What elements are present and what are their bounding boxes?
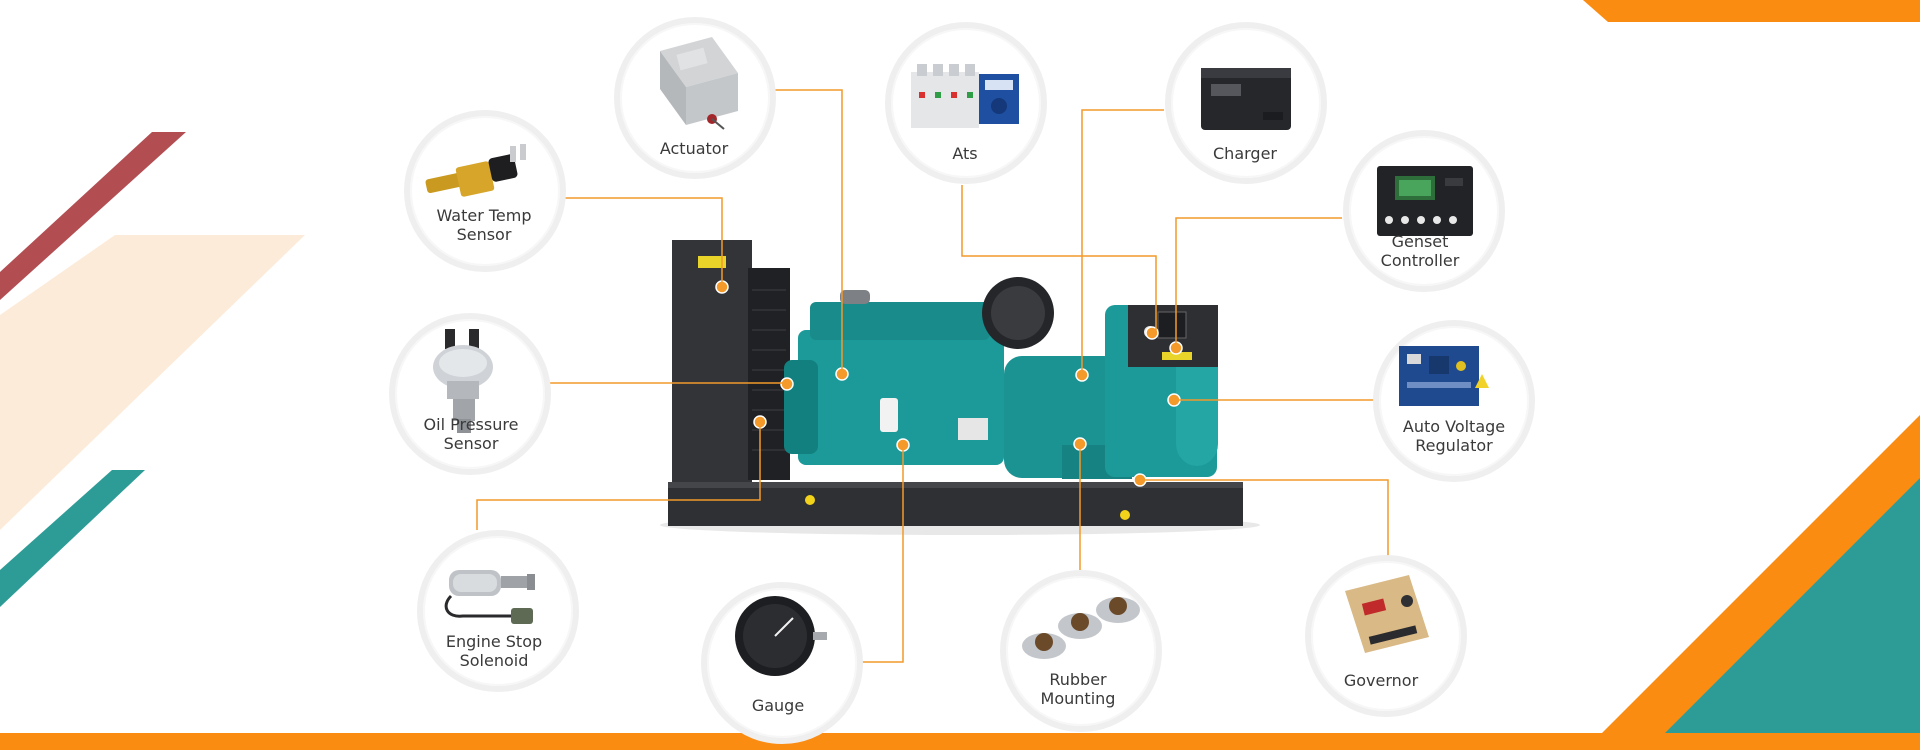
label-avr-line2: Regulator bbox=[1415, 436, 1493, 455]
connector-actuator bbox=[768, 89, 843, 374]
label-engine-stop-line2: Solenoid bbox=[459, 651, 529, 670]
label-water-temp-line2: Sensor bbox=[456, 225, 512, 244]
label-genset-line1: Genset bbox=[1391, 232, 1449, 251]
part-auto-voltage-regulator bbox=[1373, 320, 1535, 482]
label-actuator-line1: Actuator bbox=[659, 139, 729, 158]
part-engine-stop-solenoid bbox=[417, 530, 579, 692]
avr-board-icon bbox=[1399, 346, 1489, 406]
gauge-icon bbox=[735, 596, 827, 676]
connector-ats bbox=[961, 185, 1157, 333]
ats-switch-icon bbox=[911, 64, 1019, 128]
label-oil-pressure-sensor: Oil Pressure Sensor bbox=[391, 415, 551, 453]
label-ats-line1: Ats bbox=[952, 144, 978, 163]
rubber-mount-icon bbox=[1022, 597, 1140, 659]
part-charger bbox=[1165, 22, 1327, 184]
governor-board-icon bbox=[1345, 575, 1429, 653]
label-governor-line1: Governor bbox=[1343, 671, 1419, 690]
solenoid-icon bbox=[444, 570, 535, 624]
part-oil-pressure-sensor bbox=[389, 313, 551, 475]
connector-genset-controller bbox=[1175, 217, 1342, 348]
part-actuator bbox=[614, 17, 776, 179]
connector-water-temp bbox=[560, 197, 723, 287]
part-ats bbox=[885, 22, 1047, 184]
label-genset-controller: Genset Controller bbox=[1340, 232, 1500, 270]
decor-red-stripe bbox=[0, 132, 186, 300]
decor-bottom-orange-bar bbox=[0, 733, 1920, 750]
label-rubber-line1: Rubber bbox=[1049, 670, 1107, 689]
label-ats: Ats bbox=[885, 144, 1045, 163]
label-avr-line1: Auto Voltage bbox=[1402, 417, 1506, 436]
label-engine-stop-line1: Engine Stop bbox=[445, 632, 543, 651]
water-temp-sensor-icon bbox=[425, 144, 526, 197]
label-charger-line1: Charger bbox=[1213, 144, 1277, 163]
label-governor: Governor bbox=[1301, 671, 1461, 690]
part-governor bbox=[1305, 555, 1467, 717]
connector-gauge bbox=[858, 445, 904, 663]
part-genset-controller bbox=[1343, 130, 1505, 292]
label-oil-line1: Oil Pressure bbox=[423, 415, 519, 434]
actuator-icon bbox=[660, 37, 738, 130]
decor-teal-stripe bbox=[0, 470, 145, 607]
label-auto-voltage-regulator: Auto Voltage Regulator bbox=[1374, 417, 1534, 455]
part-water-temp-sensor bbox=[404, 110, 566, 272]
label-rubber-mounting: Rubber Mounting bbox=[998, 670, 1158, 708]
part-gauge bbox=[701, 582, 863, 744]
genset-controller-icon bbox=[1377, 166, 1473, 236]
label-rubber-line2: Mounting bbox=[1040, 689, 1116, 708]
label-gauge-line1: Gauge bbox=[751, 696, 805, 715]
oil-pressure-sensor-icon bbox=[433, 329, 493, 433]
label-actuator: Actuator bbox=[614, 139, 774, 158]
decor-orange-top-band bbox=[1583, 0, 1920, 22]
label-genset-line2: Controller bbox=[1380, 251, 1460, 270]
connector-engine-stop bbox=[476, 422, 761, 530]
decor-teal-corner bbox=[1665, 478, 1920, 733]
label-gauge: Gauge bbox=[698, 696, 858, 715]
label-water-temp-line1: Water Temp bbox=[436, 206, 532, 225]
label-oil-line2: Sensor bbox=[443, 434, 499, 453]
label-water-temp-sensor: Water Temp Sensor bbox=[404, 206, 564, 244]
part-rubber-mounting bbox=[1000, 570, 1162, 732]
label-charger: Charger bbox=[1165, 144, 1325, 163]
connector-charger bbox=[1081, 109, 1164, 375]
label-engine-stop-solenoid: Engine Stop Solenoid bbox=[414, 632, 574, 670]
connector-governor bbox=[1140, 479, 1389, 556]
decor-cream-band bbox=[0, 235, 305, 530]
charger-icon bbox=[1201, 68, 1291, 130]
